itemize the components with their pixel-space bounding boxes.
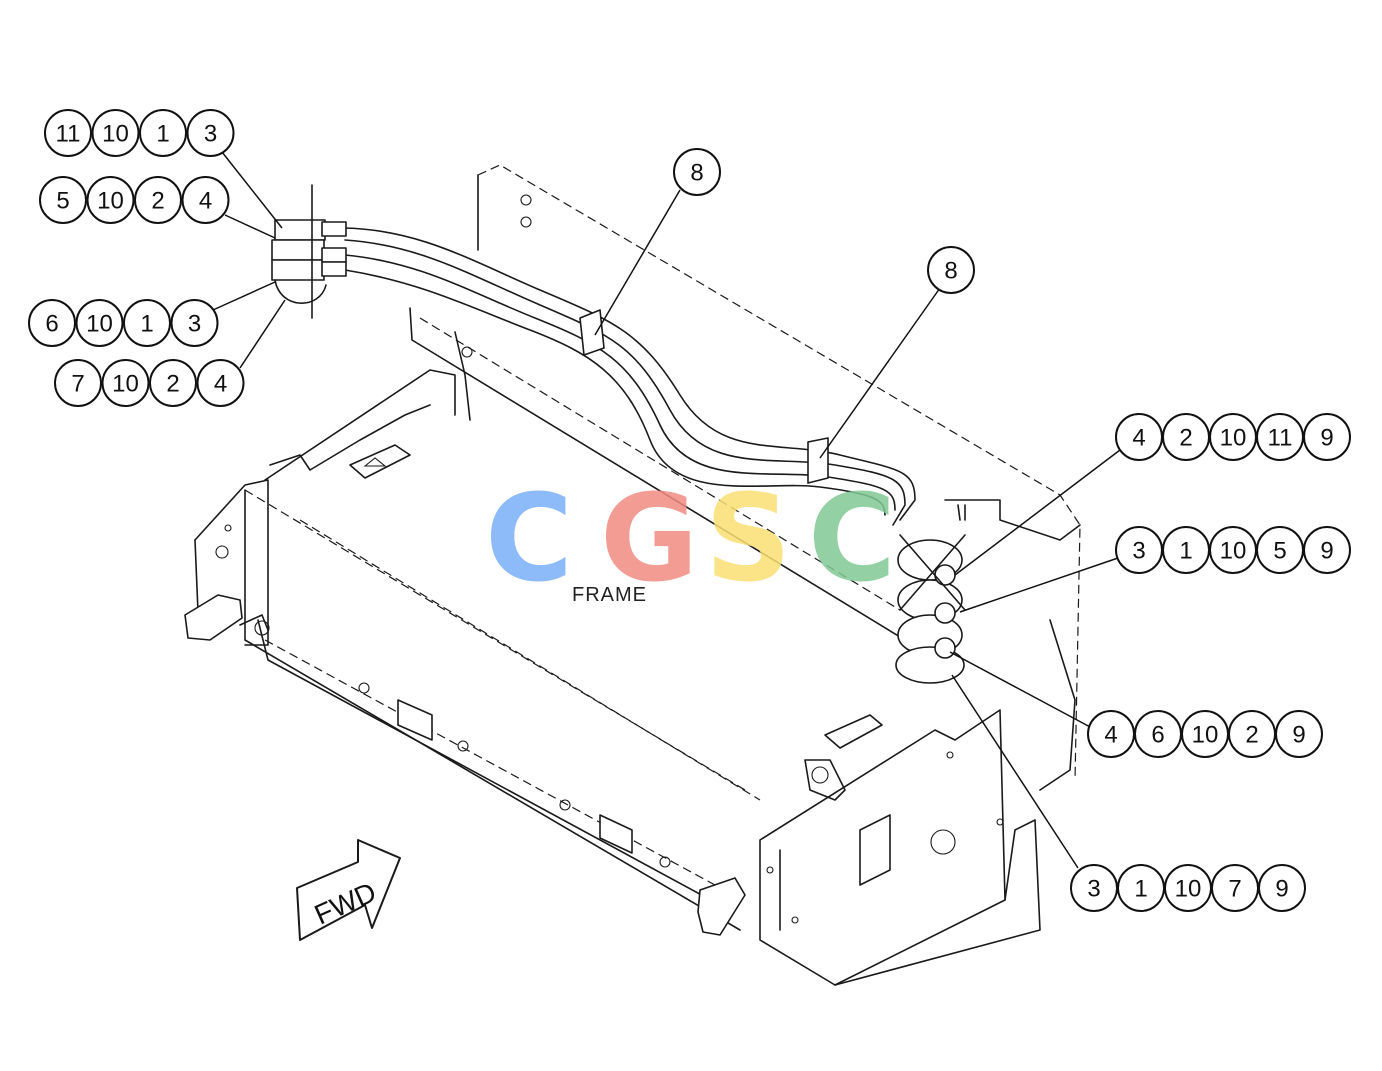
- callout-number: 10: [97, 188, 124, 215]
- callout-bubble: [170, 299, 219, 347]
- callout-bubble: [123, 299, 171, 347]
- callout-bubble: [927, 246, 975, 294]
- callout-group-r-1: 4 2 10 11 9: [1115, 413, 1351, 461]
- callout-number: 10: [1220, 538, 1247, 565]
- callout-number: 2: [1179, 425, 1192, 452]
- callout-bubble: [91, 109, 140, 157]
- callout-bubble: [139, 109, 187, 157]
- callout-number: 10: [1220, 425, 1247, 452]
- callout-group-r-2: 3 1 10 5 9: [1115, 526, 1351, 574]
- callout-number: 10: [112, 371, 139, 398]
- callout-number: 8: [690, 160, 703, 187]
- callout-groups: 11 10 1 3 5 10 2 4 6 10 1 3 7 10 2 4 8 8 4 2 10 11 9 3 1 10 5 9 4 6 10…: [28, 109, 1351, 912]
- callout-bubble: [54, 359, 102, 407]
- callout-number: 11: [56, 121, 81, 148]
- callout-bubble: [101, 359, 150, 407]
- fwd-arrow-icon: FWD: [296, 839, 401, 941]
- callout-number: 9: [1320, 538, 1333, 565]
- watermark-letter: C: [485, 470, 573, 609]
- callout-number: 1: [1134, 876, 1147, 903]
- frame-label: FRAME: [572, 584, 647, 606]
- callout-bubble: [39, 176, 87, 224]
- watermark-logo: C G S C: [485, 470, 896, 609]
- callout-number: 11: [1268, 425, 1293, 452]
- callout-number: 10: [102, 121, 129, 148]
- callout-number: 7: [71, 371, 84, 398]
- callout-number: 7: [1228, 876, 1241, 903]
- callout-bubble: [1303, 413, 1351, 461]
- callout-number: 1: [140, 311, 153, 338]
- callout-number: 1: [156, 121, 169, 148]
- callout-bubble: [196, 359, 245, 407]
- callout-number: 10: [1192, 722, 1219, 749]
- watermark-letter: S: [705, 470, 791, 609]
- callout-number: 1: [1179, 538, 1192, 565]
- callout-bubble: [186, 109, 235, 157]
- callout-number: 4: [1132, 425, 1145, 452]
- callout-bubble: [149, 359, 197, 407]
- callout-number: 4: [214, 371, 227, 398]
- callout-number: 8: [944, 258, 957, 285]
- callout-number: 6: [1151, 722, 1164, 749]
- callout-bubble: [28, 299, 76, 347]
- watermark-letter: C: [808, 470, 896, 609]
- callout-number: 5: [56, 188, 69, 215]
- callout-number: 4: [1104, 722, 1117, 749]
- callout-bubble: [1258, 864, 1306, 912]
- callout-group-tl-1: 11 10 1 3: [44, 109, 235, 157]
- callout-number: 3: [188, 311, 201, 338]
- callout-bubble: [134, 176, 182, 224]
- callout-group-tl-4: 7 10 2 4: [54, 359, 245, 407]
- callout-number: 3: [1132, 538, 1145, 565]
- callout-group-tl-2: 5 10 2 4: [39, 176, 230, 224]
- frame-drawing: [184, 164, 1081, 986]
- callout-number: 9: [1320, 425, 1333, 452]
- callout-bubble: [1275, 710, 1323, 758]
- callout-bubble: [44, 109, 92, 157]
- callout-number: 2: [166, 371, 179, 398]
- callout-group-clip-1: 8: [673, 148, 721, 196]
- leader-lines: [212, 151, 1121, 869]
- callout-bubble: [673, 148, 721, 196]
- callout-number: 10: [86, 311, 113, 338]
- callout-number: 3: [1087, 876, 1100, 903]
- callout-bubble: [1303, 526, 1351, 574]
- callout-group-tl-3: 6 10 1 3: [28, 299, 219, 347]
- callout-group-r-3: 4 6 10 2 9: [1087, 710, 1323, 758]
- callout-number: 3: [204, 121, 217, 148]
- callout-number: 4: [199, 188, 212, 215]
- callout-number: 9: [1275, 876, 1288, 903]
- callout-number: 2: [151, 188, 164, 215]
- callout-group-clip-2: 8: [927, 246, 975, 294]
- callout-number: 10: [1175, 876, 1202, 903]
- callout-bubble: [86, 176, 135, 224]
- callout-number: 6: [45, 311, 58, 338]
- callout-bubble: [75, 299, 124, 347]
- callout-number: 5: [1273, 538, 1286, 565]
- callout-group-r-4: 3 1 10 7 9: [1070, 864, 1306, 912]
- watermark-letter: G: [600, 470, 699, 609]
- callout-number: 9: [1292, 722, 1305, 749]
- callout-bubble: [181, 176, 230, 224]
- callout-number: 2: [1245, 722, 1258, 749]
